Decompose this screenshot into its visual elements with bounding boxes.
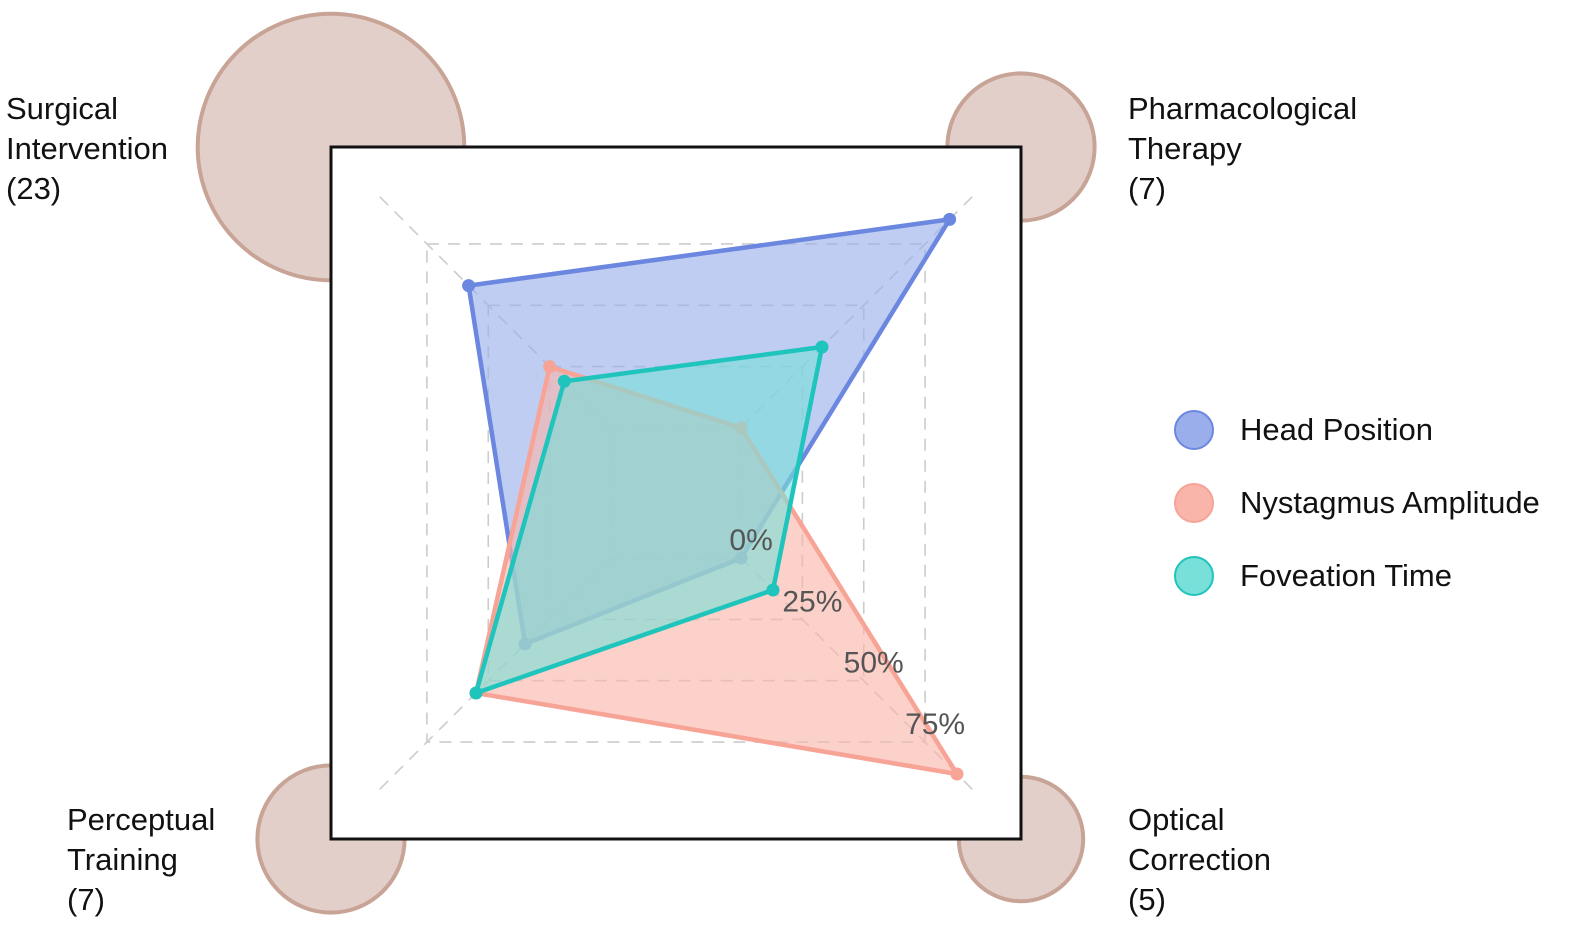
radial-tick-labels: 0% 25%50%75% — [729, 524, 965, 741]
grid-spoke — [376, 557, 612, 793]
axis-label-line: (23) — [6, 171, 62, 206]
axis-label-line: Optical — [1128, 802, 1225, 837]
axis-label-line: (7) — [1128, 171, 1166, 206]
tick-label: 50% — [844, 647, 904, 680]
grid-ring — [426, 243, 926, 743]
axis-label-line: Perceptual — [67, 802, 216, 837]
legend-swatch — [1174, 556, 1214, 596]
legend-label: Foveation Time — [1240, 558, 1452, 593]
tick-label: 75% — [905, 708, 965, 741]
legend-label: Head Position — [1240, 412, 1434, 447]
legend-item-nystagmus-amplitude: Nystagmus Amplitude — [1174, 481, 1540, 525]
data-point-foveation-time-perceptual-training — [469, 686, 483, 700]
data-point-foveation-time-pharmacological-therapy — [815, 340, 829, 354]
legend-item-head-position: Head Position — [1174, 408, 1433, 452]
tick-label: 0% — [729, 524, 772, 557]
data-point-foveation-time-surgical-intervention — [557, 374, 571, 388]
axis-label-line: (5) — [1128, 882, 1166, 917]
axis-label-line: Training — [67, 842, 178, 877]
axis-label-line: Correction — [1128, 842, 1271, 877]
legend-swatch — [1174, 410, 1214, 450]
data-point-nystagmus-amplitude-surgical-intervention — [543, 360, 557, 374]
legend-label: Nystagmus Amplitude — [1240, 485, 1540, 520]
axis-label-line: Therapy — [1128, 131, 1242, 166]
data-point-head-position-pharmacological-therapy — [943, 212, 957, 226]
data-point-head-position-surgical-intervention — [462, 279, 476, 293]
legend-item-foveation-time: Foveation Time — [1174, 554, 1452, 598]
axis-label-line: Intervention — [6, 131, 168, 166]
axis-label-line: (7) — [67, 882, 105, 917]
legend-swatch — [1174, 483, 1214, 523]
tick-label: 25% — [782, 585, 842, 618]
data-point-foveation-time-optical-correction — [766, 583, 780, 597]
data-point-nystagmus-amplitude-optical-correction — [950, 767, 964, 781]
axis-label-line: Pharmacological — [1128, 91, 1358, 126]
series — [462, 212, 964, 781]
grid-spoke — [376, 193, 612, 429]
axis-label-line: Surgical — [6, 91, 118, 126]
